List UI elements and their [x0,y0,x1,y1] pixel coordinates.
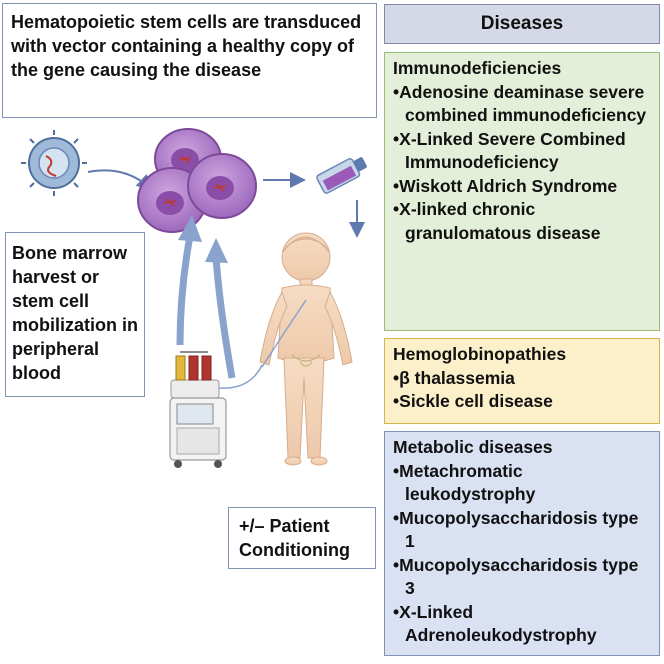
transduction-step-box: Hematopoietic stem cells are transduced … [2,3,377,118]
harvest-step-box: Bone marrow harvest or stem cell mobiliz… [5,232,145,397]
harvest-arrow-a [212,257,236,379]
disease-item: Sickle cell disease [393,390,651,414]
immunodeficiencies-panel: Immunodeficiencies Adenosine deaminase s… [384,52,660,331]
diseases-header: Diseases [384,4,660,44]
conditioning-step-text: +/– Patient Conditioning [239,516,350,560]
disease-item: X-Linked Severe Combined Immunodeficienc… [393,128,651,175]
stem-cells-icon [137,128,257,233]
disease-item: β thalassemia [393,367,651,391]
apheresis-machine-icon [169,351,263,468]
conditioning-step-box: +/– Patient Conditioning [228,507,376,569]
harvest-arrow-b [176,235,194,346]
harvest-step-text: Bone marrow harvest or stem cell mobiliz… [12,243,138,383]
hemoglobinopathies-title: Hemoglobinopathies [393,344,567,364]
metabolic-diseases-panel: Metabolic diseases Metachromatic leukody… [384,431,660,656]
disease-item: Adenosine deaminase severe combined immu… [393,81,651,128]
metabolic-diseases-title: Metabolic diseases [393,437,553,457]
disease-item: X-Linked Adrenoleukodystrophy [393,601,651,648]
disease-item: Mucopolysaccharidosis type 3 [393,554,651,601]
viral-vector-icon [21,130,87,196]
disease-item: Metachromatic leukodystrophy [393,460,651,507]
disease-item: Wiskott Aldrich Syndrome [393,175,651,199]
child-patient-icon [259,232,353,466]
hemoglobinopathies-panel: Hemoglobinopathies β thalassemia Sickle … [384,338,660,424]
disease-item: Mucopolysaccharidosis type 1 [393,507,651,554]
immunodeficiencies-title: Immunodeficiencies [393,58,562,78]
transduction-step-text: Hematopoietic stem cells are transduced … [11,12,362,80]
diseases-header-text: Diseases [480,13,564,34]
culture-flask-icon [316,157,367,194]
disease-item: X-linked chronic granulomatous disease [393,198,651,245]
